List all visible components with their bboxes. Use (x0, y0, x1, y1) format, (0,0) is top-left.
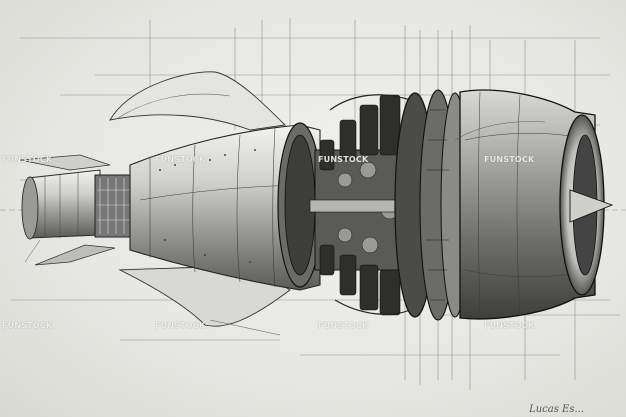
watermark: FUNSTOCK (318, 155, 369, 164)
strut-left-upper (19, 154, 111, 171)
fan-nacelle (459, 89, 596, 320)
watermark: FUNSTOCK (155, 155, 206, 164)
strut-left-lower (34, 244, 116, 266)
watermark: FUNSTOCK (484, 155, 535, 164)
watermark: FUNSTOCK (2, 321, 53, 330)
upper-fin (109, 71, 286, 131)
fan-disks (394, 89, 470, 321)
watermark: FUNSTOCK (2, 155, 53, 164)
watermark: FUNSTOCK (155, 321, 206, 330)
watermark: FUNSTOCK (484, 321, 535, 330)
core-machinery (309, 94, 411, 316)
main-casing (129, 124, 321, 291)
spinner-cone (569, 189, 614, 223)
watermark: FUNSTOCK (318, 321, 369, 330)
turbine-section (94, 174, 136, 238)
artist-signature: Lucas Es... (529, 404, 584, 415)
